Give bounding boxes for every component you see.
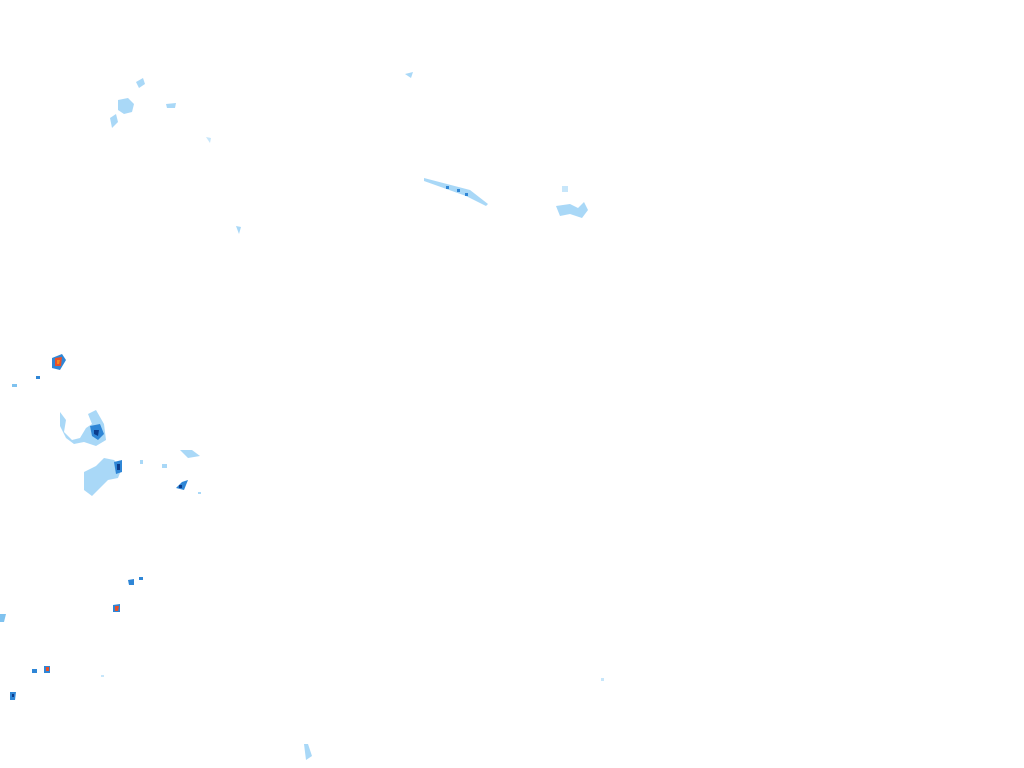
echo-light [166, 103, 176, 108]
echo-cell [32, 669, 37, 673]
echo-streak [424, 178, 488, 206]
echo-cell [139, 577, 143, 580]
echo-light [110, 114, 118, 128]
echo-light [136, 78, 145, 88]
echo-light [236, 226, 241, 234]
echo-light [556, 202, 588, 218]
echo-cell [101, 675, 104, 677]
echo-cell [446, 186, 449, 189]
echo-cell [12, 694, 14, 697]
echo-light [118, 98, 134, 114]
echo-cell [36, 376, 40, 379]
echo-cell [601, 678, 604, 681]
echo-cell [140, 460, 143, 464]
echo-cell [179, 485, 182, 488]
echo-cell [465, 193, 468, 196]
echo-intense [46, 667, 49, 671]
echo-heavy [117, 464, 120, 470]
echo-cell [198, 492, 201, 494]
echo-cluster-northwest [110, 72, 413, 234]
echo-intense [115, 606, 119, 611]
echo-moderate [128, 579, 134, 585]
echo-cluster-west-middle [60, 410, 201, 496]
storm-cells-southwest [0, 577, 143, 700]
echo-light [405, 72, 413, 78]
echo-cell [162, 464, 167, 468]
echo-cluster-central [424, 178, 588, 218]
echo-extreme [57, 360, 60, 364]
echo-cell [457, 189, 460, 192]
echo-cluster-south [101, 675, 604, 760]
echo-light [0, 614, 6, 622]
storm-cell-west-upper [12, 354, 66, 387]
echo-light [206, 137, 211, 143]
echo-cell [12, 384, 17, 387]
echo-light [84, 458, 122, 496]
echo-light [562, 186, 568, 192]
echo-light [304, 744, 312, 760]
echo-light [180, 450, 200, 458]
echo-heavy [94, 430, 99, 436]
